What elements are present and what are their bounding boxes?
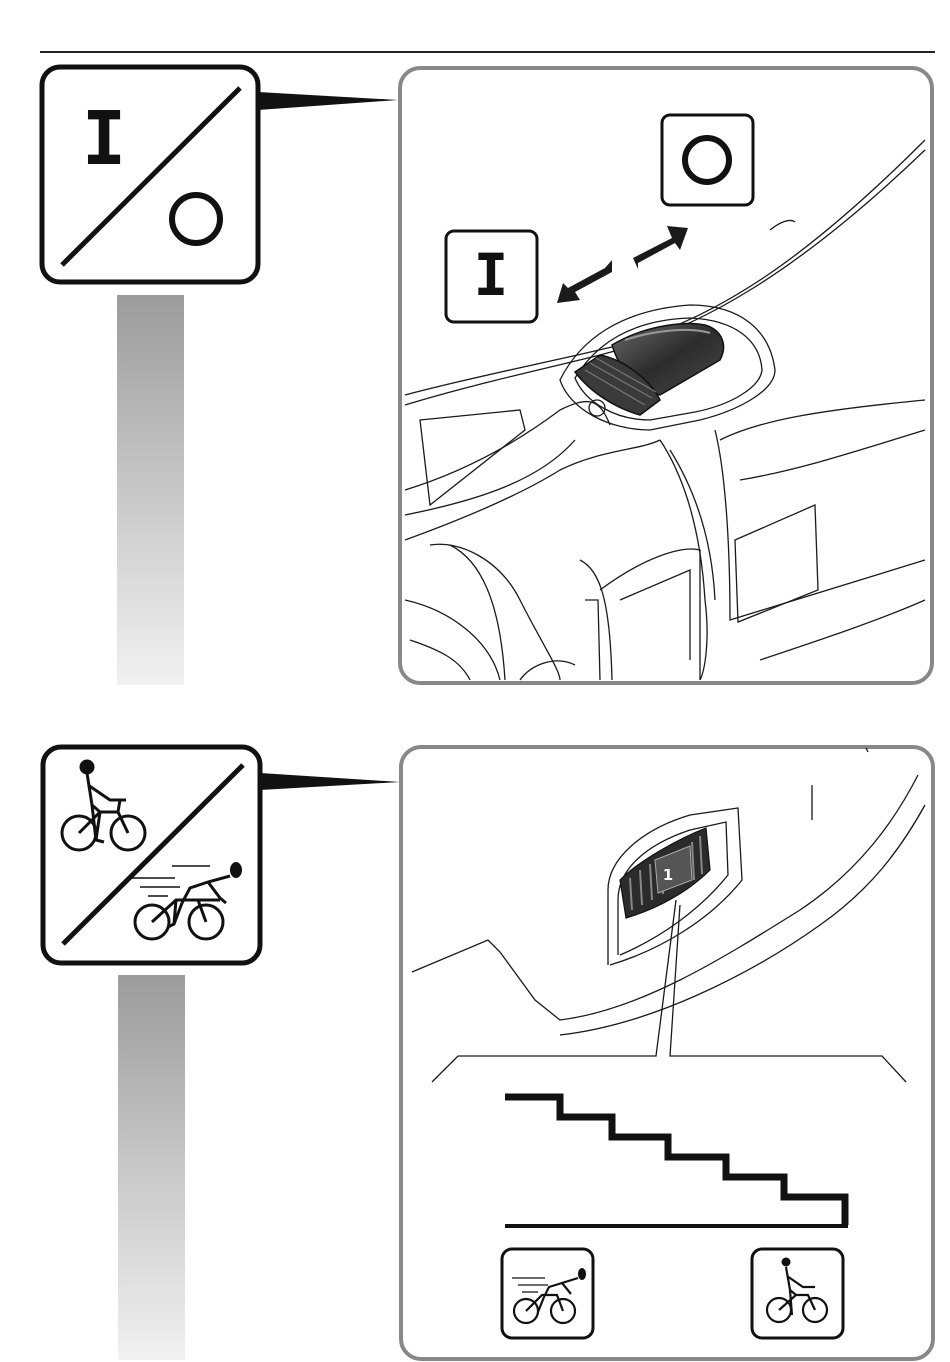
pointer-wedge-top xyxy=(258,92,398,110)
assist-level-icon xyxy=(43,747,260,963)
fast-assist-icon xyxy=(502,1249,593,1338)
gradient-bar-bottom xyxy=(118,975,185,1360)
icon-on-label: I xyxy=(82,96,127,182)
assist-level-section: 1 xyxy=(43,747,933,1360)
detail-on-box: I xyxy=(446,231,537,322)
power-switch-section: I xyxy=(42,67,932,685)
pointer-wedge-bottom xyxy=(260,773,400,790)
detail-off-box xyxy=(662,115,753,205)
gradient-bar-top xyxy=(117,295,184,685)
power-switch-icon: I xyxy=(42,67,258,282)
detail-on-label: I xyxy=(474,241,509,309)
selector-value: 1 xyxy=(663,866,673,884)
slow-assist-icon xyxy=(752,1249,843,1338)
